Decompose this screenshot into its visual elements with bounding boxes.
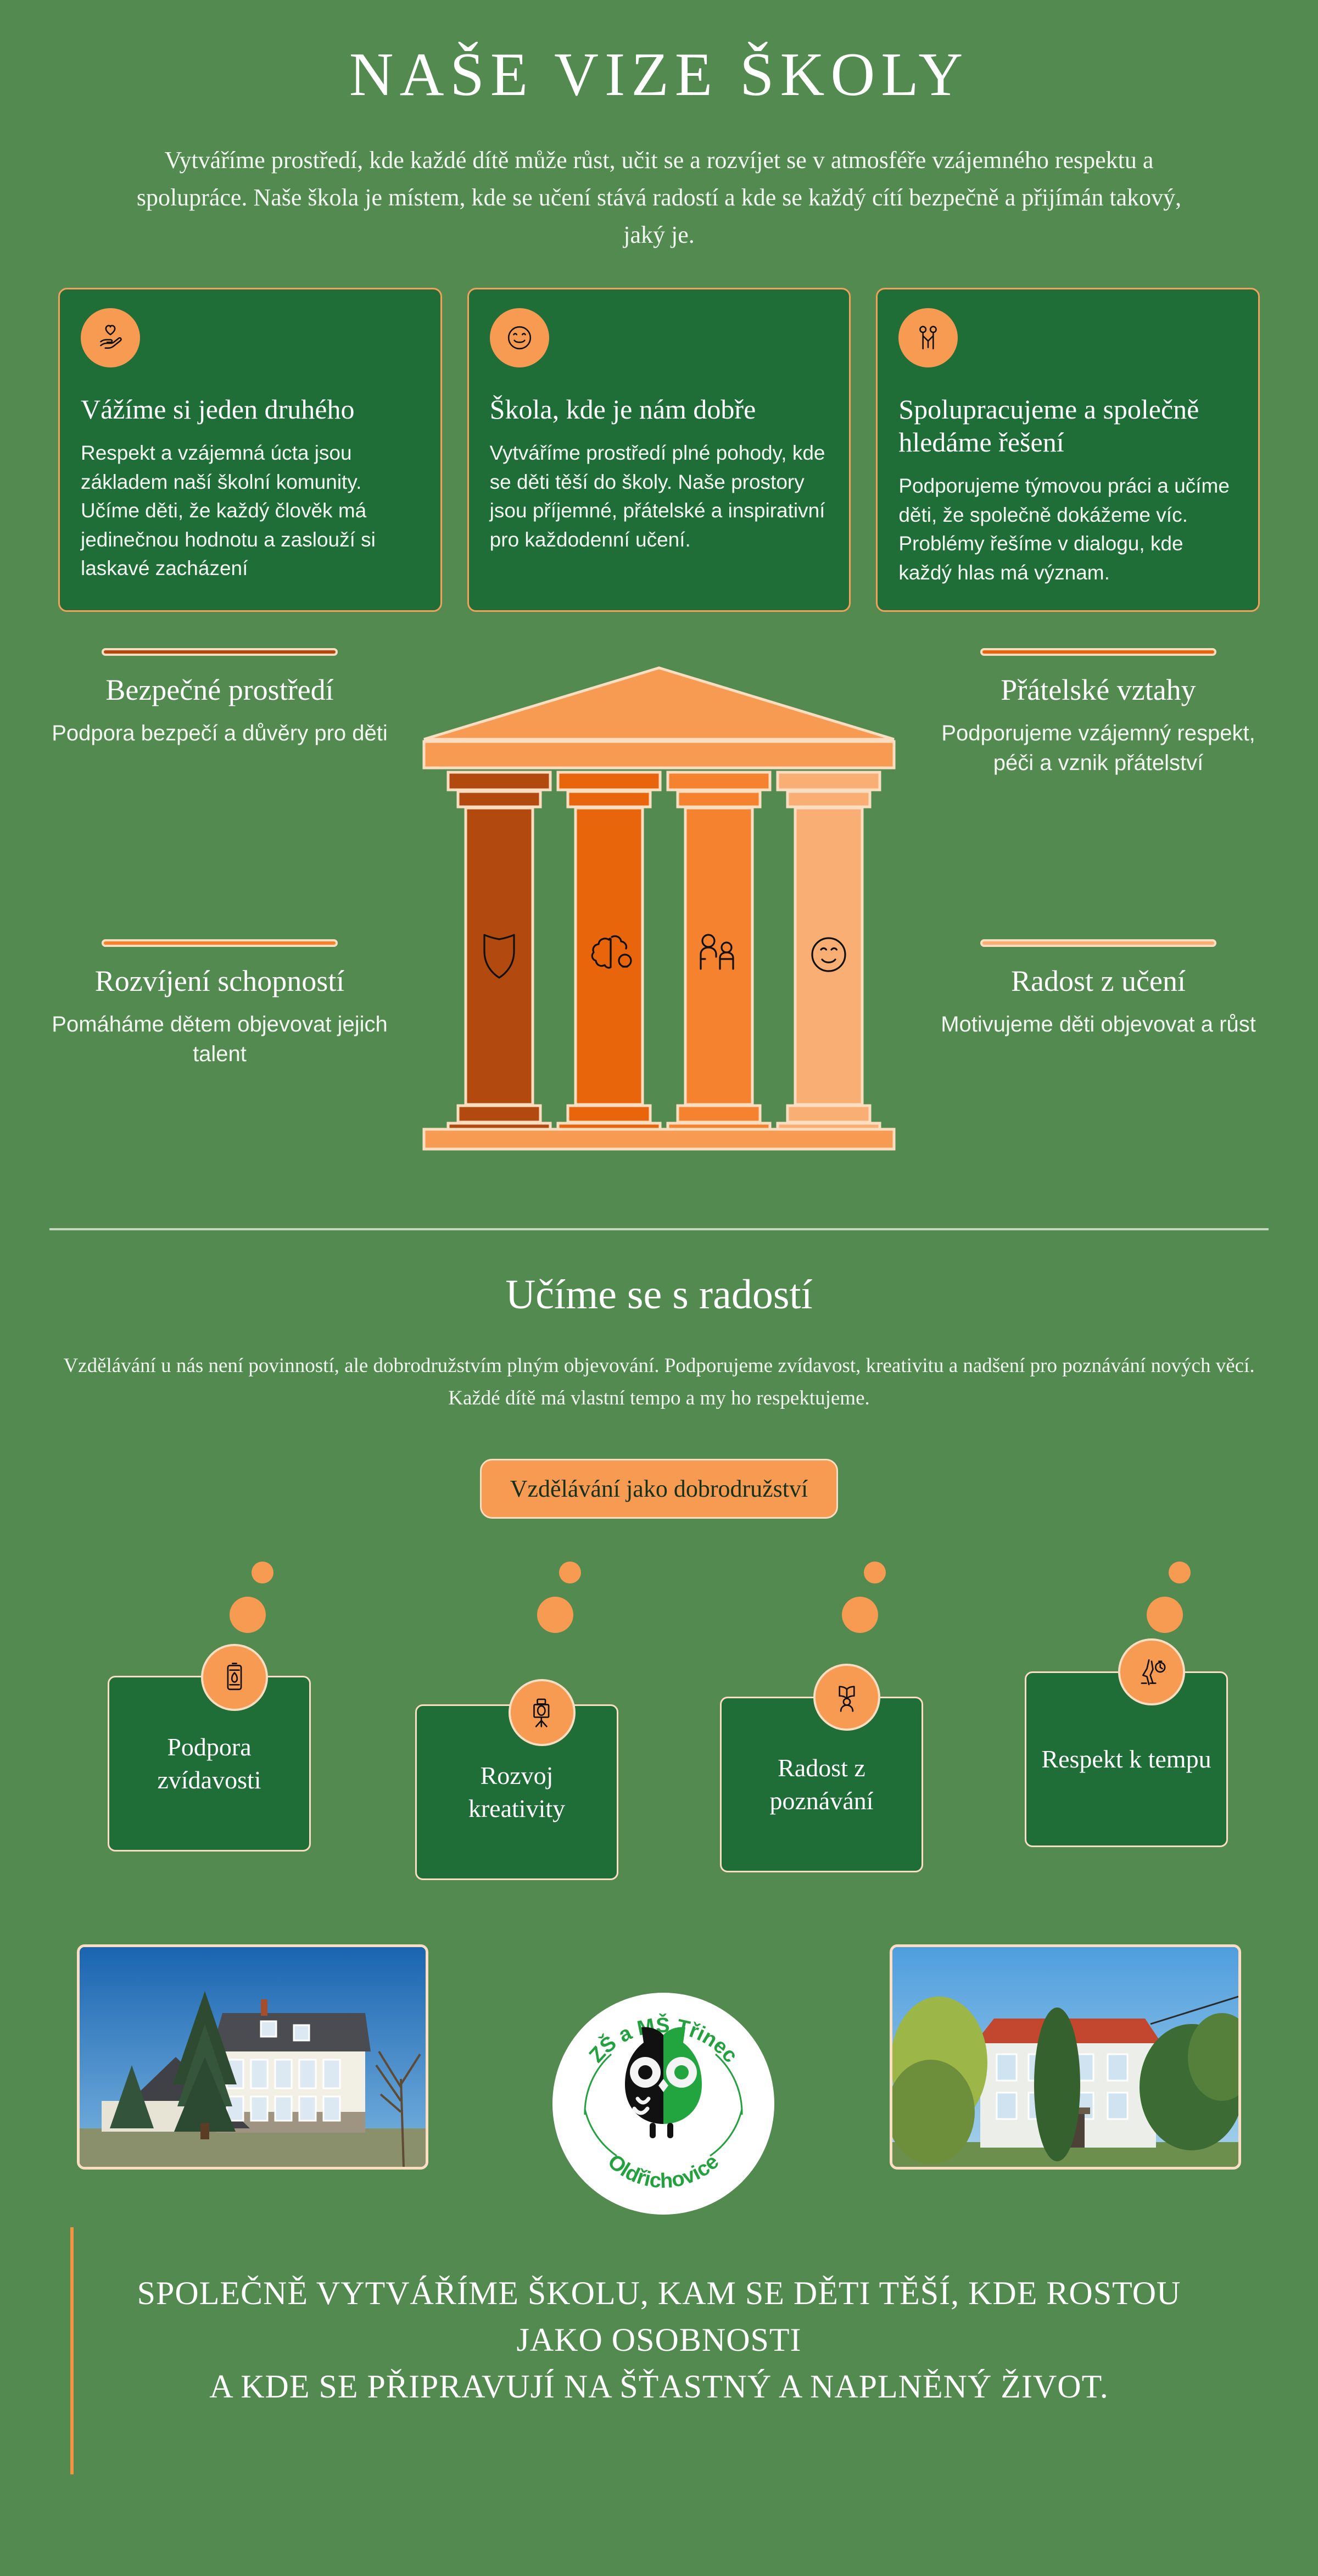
pillar-label-title: Bezpečné prostředí (105, 673, 334, 707)
easel-icon (509, 1679, 576, 1746)
value-card-title: Škola, kde je nám dobře (489, 394, 756, 425)
timeline-card[interactable]: Podpora zvídavosti (108, 1675, 311, 1852)
school-building-summer-photo (890, 1944, 1241, 2170)
value-card[interactable]: Vážíme si jeden druhého Respekt a vzájem… (58, 288, 442, 612)
footer-section: SPOLEČNĚ VYTVÁŘÍME ŠKOLU, KAM SE DĚTI TĚ… (0, 2217, 1318, 2474)
accent-bar (980, 939, 1216, 947)
footer-accent-bar (70, 2227, 74, 2474)
brain-lightbulb-icon (591, 935, 632, 969)
owl-icon (625, 2027, 702, 2138)
shield-icon (483, 934, 515, 979)
pillar-label-top-left: Bezpečné prostředí Podpora bezpečí a dův… (49, 648, 390, 748)
value-card-body: Vytváříme prostředí plné pohody, kde se … (489, 442, 825, 551)
joy-title: Učíme se s radostí (505, 1272, 813, 1318)
timeline-card-label: Radost z poznávání (769, 1753, 874, 1815)
pillar-label-title: Rozvíjení schopností (94, 964, 345, 998)
smiley-face-icon (489, 308, 549, 368)
value-cards-row: Vážíme si jeden druhého Respekt a vzájem… (58, 288, 1260, 612)
reading-person-icon (813, 1663, 880, 1731)
footer-line-1: SPOLEČNĚ VYTVÁŘÍME ŠKOLU, KAM SE DĚTI TĚ… (137, 2274, 1181, 2311)
calm-face-icon (811, 937, 846, 972)
footer-statement: SPOLEČNĚ VYTVÁŘÍME ŠKOLU, KAM SE DĚTI TĚ… (77, 2270, 1241, 2411)
pillar-label-desc: Podpora bezpečí a důvěry pro děti (52, 721, 388, 746)
temple-graphic (417, 658, 901, 1152)
joy-section: Učíme se s radostí Vzdělávání u nás není… (0, 1230, 1318, 1519)
hero-section: NAŠE VIZE ŠKOLY Vytváříme prostředí, kde… (0, 0, 1318, 254)
timeline-dot-small (864, 1561, 886, 1583)
hand-heart-icon (81, 308, 140, 368)
footer-line-3: A KDE SE PŘIPRAVUJÍ NA ŠŤASTNÝ A NAPLNĚN… (209, 2368, 1109, 2405)
pillar-label-title: Radost z učení (1011, 964, 1186, 998)
timeline-dot-small (559, 1561, 581, 1583)
photos-section (0, 1931, 1318, 2189)
value-card-body: Podporujeme týmovou práci a učíme děti, … (898, 475, 1230, 584)
accent-bar (102, 939, 338, 947)
timeline-dot-medium (537, 1596, 573, 1633)
walking-stopwatch-icon (1118, 1638, 1185, 1705)
value-card-title: Vážíme si jeden druhého (81, 394, 355, 425)
two-people-icon (898, 308, 958, 368)
page-title: NAŠE VIZE ŠKOLY (349, 41, 969, 109)
timeline-card[interactable]: Rozvoj kreativity (415, 1704, 618, 1880)
footer-line-2: JAKO OSOBNOSTI (516, 2321, 802, 2358)
timeline-dot-small (252, 1561, 273, 1583)
value-card-body: Respekt a vzájemná úcta jsou základem na… (81, 442, 376, 580)
school-building-winter-photo (77, 1944, 428, 2170)
lantern-icon (201, 1643, 268, 1711)
pillar-label-top-right: Přátelské vztahy Podporujeme vzájemný re… (928, 648, 1269, 778)
joy-pill-badge[interactable]: Vzdělávání jako dobrodružství (479, 1458, 839, 1519)
accent-bar (102, 648, 338, 656)
pillar-label-bottom-right: Radost z učení Motivujeme děti objevovat… (928, 939, 1269, 1039)
timeline-dot-medium (1147, 1596, 1183, 1633)
pillar-label-desc: Podporujeme vzájemný respekt, péči a vzn… (941, 721, 1255, 776)
pillar-label-title: Přátelské vztahy (1001, 673, 1196, 707)
hero-subtitle: Vytváříme prostředí, kde každé dítě může… (136, 146, 1182, 248)
timeline-card-label: Podpora zvídavosti (157, 1732, 261, 1794)
accent-bar (980, 648, 1216, 656)
value-card-title: Spolupracujeme a společně hledáme řešení (898, 394, 1199, 458)
pillar-label-desc: Pomáháme dětem objevovat jejich talent (52, 1012, 388, 1067)
timeline-card[interactable]: Radost z poznávání (720, 1696, 923, 1872)
pillars-section: Bezpečné prostředí Podpora bezpečí a dův… (0, 648, 1318, 1219)
section-divider (49, 1228, 1269, 1231)
timeline-card[interactable]: Respekt k tempu (1025, 1671, 1228, 1847)
people-care-icon (700, 934, 734, 970)
timeline-dot-medium (842, 1596, 878, 1633)
joy-subtitle: Vzdělávání u nás není povinností, ale do… (63, 1354, 1255, 1410)
timeline-dot-small (1169, 1561, 1191, 1583)
pillar-label-desc: Motivujeme děti objevovat a růst (941, 1012, 1256, 1037)
timeline-cards-section: Podpora zvídavosti Rozvoj kreativity (0, 1544, 1318, 1917)
timeline-card-label: Rozvoj kreativity (468, 1761, 566, 1822)
timeline-dot-medium (230, 1596, 266, 1633)
timeline-card-label: Respekt k tempu (1041, 1744, 1211, 1773)
value-card[interactable]: Spolupracujeme a společně hledáme řešení… (876, 288, 1260, 612)
pillar-label-bottom-left: Rozvíjení schopností Pomáháme dětem obje… (49, 939, 390, 1069)
value-card[interactable]: Škola, kde je nám dobře Vytváříme prostř… (467, 288, 851, 612)
school-logo-badge: ZŠ a MŠ Třinec Oldřichovice (551, 1991, 776, 2216)
